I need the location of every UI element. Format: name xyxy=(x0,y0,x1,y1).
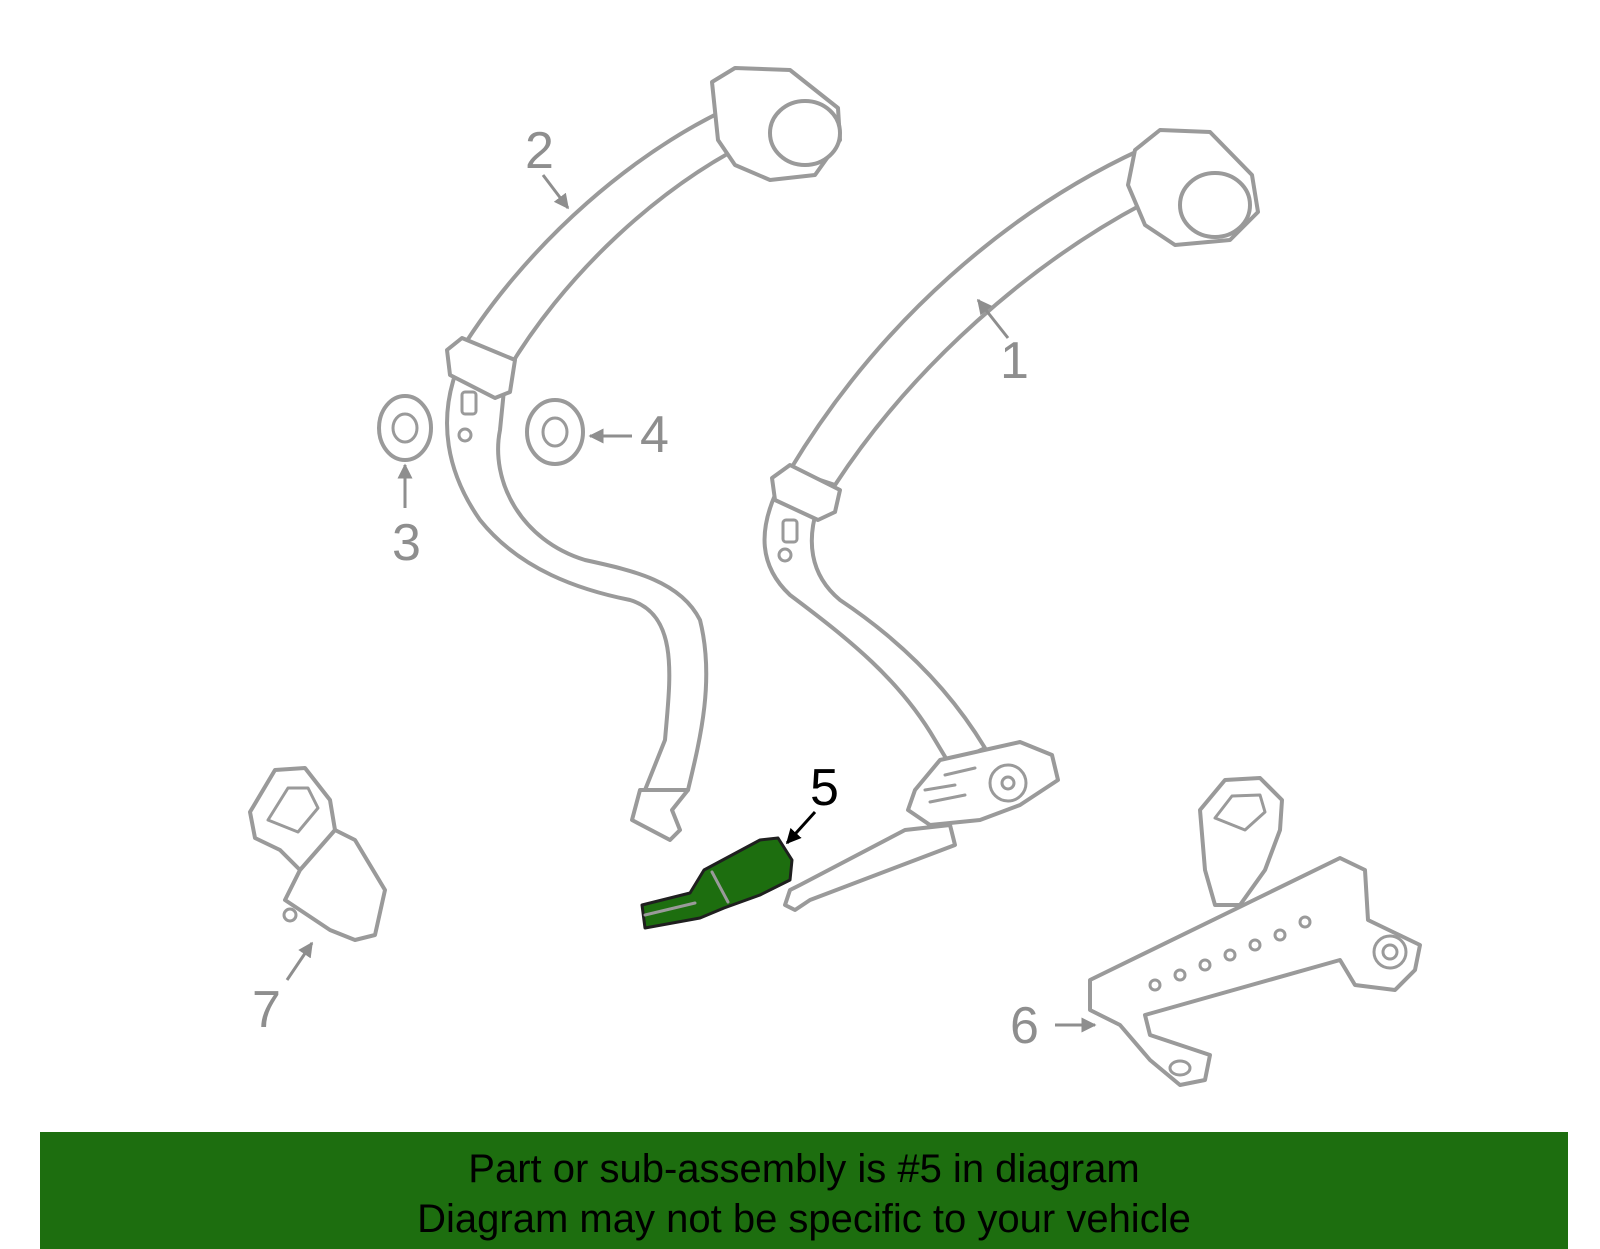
seat-belt-left xyxy=(445,66,842,842)
buckle-bracket-6 xyxy=(1088,776,1422,1087)
belt-end-tab-left xyxy=(630,788,690,842)
seat-belt-right xyxy=(762,128,1260,912)
bracket-6-mount-hole xyxy=(1168,1059,1192,1077)
callout-3: 3 xyxy=(392,514,421,572)
bracket-6-rail xyxy=(1088,856,1422,1087)
anchor-spool xyxy=(988,763,1028,803)
belt-bolt-hole-left xyxy=(457,427,473,443)
caption-banner: Part or sub-assembly is #5 in diagram Di… xyxy=(40,1132,1568,1249)
belt-anchor-pretensioner xyxy=(906,740,1060,827)
buckle-7 xyxy=(248,766,387,942)
callout-5-leader xyxy=(785,810,817,845)
part-5-cover-highlight[interactable] xyxy=(640,836,794,930)
grommet-3-inner xyxy=(391,412,419,444)
bracket-6-holes xyxy=(1148,915,1312,992)
caption-line-2: Diagram may not be specific to your vehi… xyxy=(417,1197,1191,1241)
callout-6: 6 xyxy=(1010,997,1039,1055)
grommet-3 xyxy=(377,394,433,462)
cap-4-outer xyxy=(525,398,585,466)
callout-7: 7 xyxy=(252,981,281,1039)
buckle-7-bolt xyxy=(282,907,298,923)
belt-guide-left xyxy=(445,336,517,400)
cap-4 xyxy=(525,398,585,466)
callout-1-leader xyxy=(976,298,1010,339)
bracket-6-bolt-center xyxy=(1381,943,1399,961)
part-5-cover-detail xyxy=(643,870,730,917)
belt-strap-right xyxy=(788,148,1162,487)
caption-line-1: Part or sub-assembly is #5 in diagram xyxy=(468,1147,1140,1191)
buckle-7-base xyxy=(283,828,387,942)
retractor-spool-left xyxy=(768,99,842,167)
belt-guide-right xyxy=(770,463,842,522)
bracket-6-bolt xyxy=(1372,934,1408,970)
retractor-spool-right xyxy=(1178,171,1252,239)
belt-slot-right xyxy=(781,518,799,544)
anchor-spool-center xyxy=(1000,775,1016,791)
belt-slot-left xyxy=(460,390,478,416)
buckle-6-slot xyxy=(1213,793,1267,832)
buckle-7-slot xyxy=(266,786,320,834)
callout-1: 1 xyxy=(1000,332,1029,390)
anchor-tube xyxy=(783,823,957,912)
callout-5: 5 xyxy=(810,759,839,817)
grommet-3-outer xyxy=(377,394,433,462)
callout-7-leader xyxy=(285,941,314,981)
callout-4: 4 xyxy=(640,406,669,464)
callout-2: 2 xyxy=(525,122,554,180)
belt-bolt-hole-right xyxy=(777,547,793,563)
cap-4-inner xyxy=(541,416,569,448)
callout-2-leader xyxy=(541,174,570,210)
anchor-details xyxy=(923,766,977,804)
